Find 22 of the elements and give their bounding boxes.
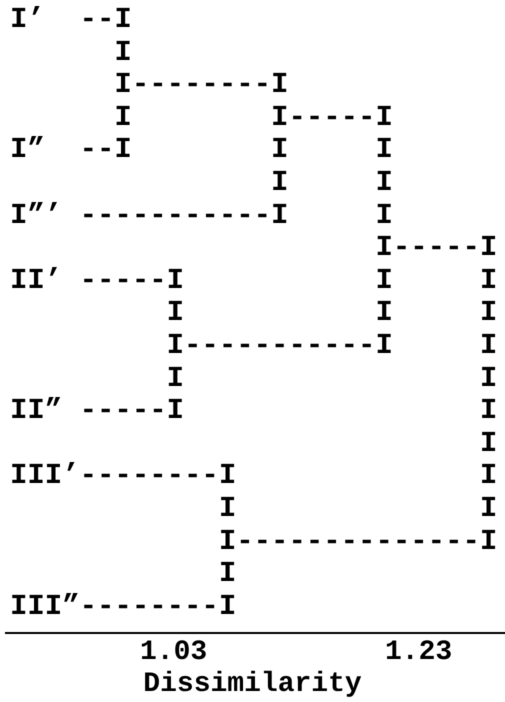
axis-tick-label: 1.03 [140,638,208,668]
dendrogram-text-line: I [113,36,132,70]
dendrogram-text-line: III’--------I I [10,460,498,493]
dendrogram-text-line: I I-----I [113,102,393,134]
dendrogram-text-line: I [218,558,236,591]
dendrogram-text-line: I-----------I I [166,330,498,363]
dendrogram-text-line: I” --I I I [10,134,393,167]
dendrogram-text-line: I I [166,362,498,396]
dendrogram-text-line: I-----I [374,232,498,265]
dendrogram-text-line: I [478,428,498,460]
dendrogram-text-line: II” -----I I [10,395,498,428]
axis-tick-label: 1.23 [385,638,452,668]
dendrogram-text-line: II’ -----I I I [10,264,498,298]
axis-title: Dissimilarity [143,670,362,700]
dendrogram-text-line: III”--------I [10,590,236,624]
dendrogram-text-line: I--------------I [218,526,498,558]
dendrogram-text-line: I I [270,166,393,200]
dendrogram-text-line: I I [218,492,498,526]
dendrogram-text-line: I”’ -----------I I [10,200,393,232]
dendrogram-text-line: I--------I [113,69,288,102]
dendrogram-text-line: I I I [166,297,498,330]
dendrogram-text-line: I’ --I [10,4,132,37]
